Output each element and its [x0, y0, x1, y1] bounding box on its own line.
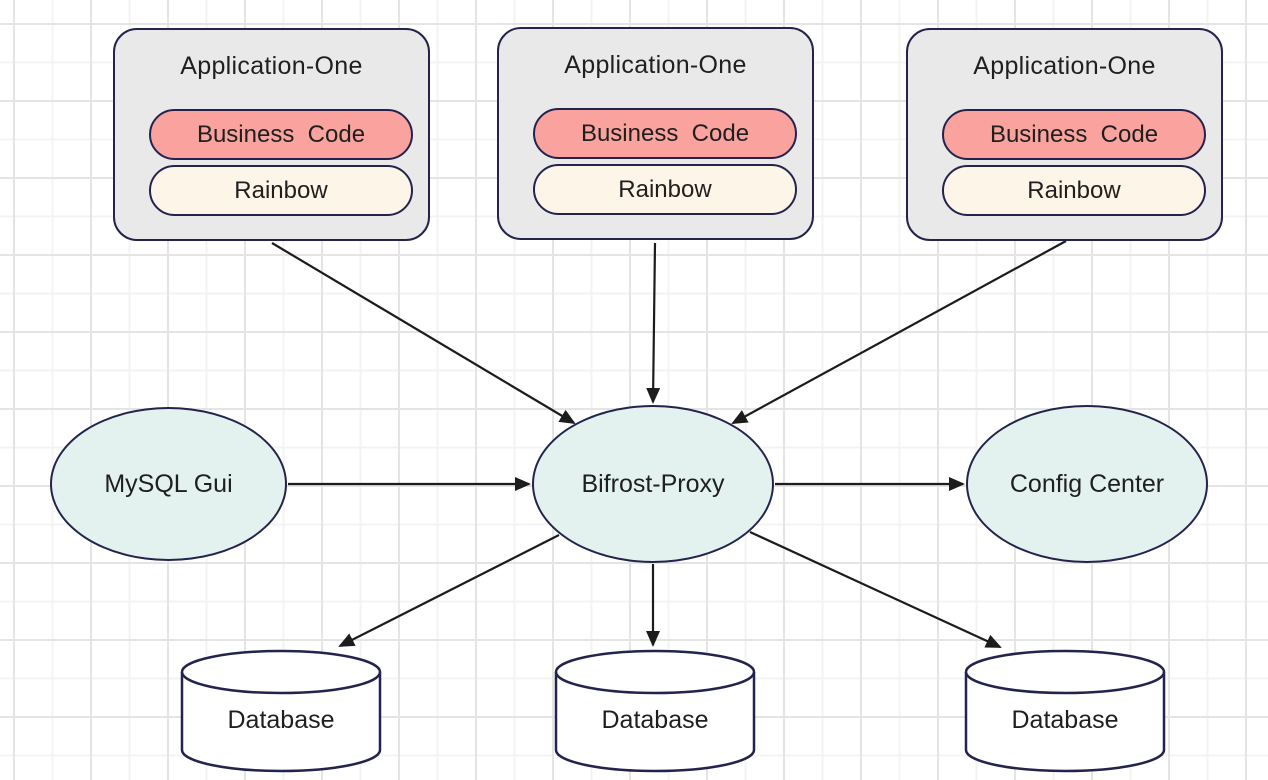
- bifrost-proxy-label: Bifrost-Proxy: [581, 469, 725, 498]
- application-box-1: Application-One Business Code Rainbow: [113, 28, 430, 241]
- database-node-1: Database: [180, 648, 382, 774]
- config-center-node: Config Center: [966, 405, 1208, 563]
- cylinder-shape: [180, 649, 382, 773]
- cylinder-shape: [964, 649, 1166, 773]
- config-center-label: Config Center: [1009, 469, 1165, 498]
- edge-app2-to-bifrost: [646, 242, 661, 404]
- rainbow-label: Rainbow: [234, 176, 328, 204]
- mysql-gui-node: MySQL Gui: [50, 407, 287, 561]
- database-node-3: Database: [964, 648, 1166, 774]
- business-code-pill: Business Code: [533, 108, 797, 159]
- rainbow-pill: Rainbow: [149, 165, 413, 216]
- rainbow-pill: Rainbow: [533, 164, 797, 215]
- rainbow-label: Rainbow: [1027, 176, 1121, 204]
- database-label: Database: [1011, 706, 1119, 734]
- mysql-gui-label: MySQL Gui: [104, 469, 233, 498]
- business-code-label: Business Code: [580, 119, 750, 147]
- business-code-pill: Business Code: [149, 109, 413, 160]
- application-title: Application-One: [564, 51, 747, 79]
- database-label: Database: [601, 706, 709, 734]
- application-box-3: Application-One Business Code Rainbow: [906, 28, 1223, 241]
- rainbow-pill: Rainbow: [942, 165, 1206, 216]
- bifrost-proxy-node: Bifrost-Proxy: [532, 405, 774, 563]
- database-node-2: Database: [554, 648, 756, 774]
- application-title: Application-One: [180, 52, 363, 80]
- database-label: Database: [227, 706, 335, 734]
- cylinder-shape: [554, 649, 756, 773]
- business-code-pill: Business Code: [942, 109, 1206, 160]
- rainbow-label: Rainbow: [618, 175, 712, 203]
- edge-bifrost-to-db3: [749, 531, 1002, 648]
- application-title: Application-One: [973, 52, 1156, 80]
- business-code-label: Business Code: [196, 120, 366, 148]
- business-code-label: Business Code: [989, 120, 1159, 148]
- application-box-2: Application-One Business Code Rainbow: [497, 27, 814, 240]
- edge-app3-to-bifrost: [731, 240, 1067, 424]
- edge-app1-to-bifrost: [271, 242, 576, 425]
- edge-bifrost-to-db1: [338, 534, 560, 647]
